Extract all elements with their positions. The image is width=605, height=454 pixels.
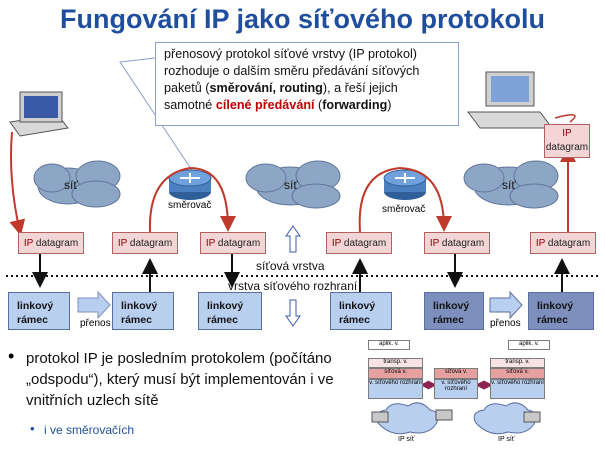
mini-stack-diagram — [371, 380, 541, 435]
mini-ip-net-right: IP síť — [498, 436, 515, 443]
ip-datagram-2: IP datagram — [112, 232, 178, 254]
mini-left-network: síťová v. — [368, 368, 423, 379]
cloud-icon-2 — [245, 160, 341, 209]
bullet-dot: • — [8, 346, 15, 366]
bullet-sub-text: i ve směrovačích — [44, 423, 135, 437]
router-label-2: směrovač — [382, 204, 426, 215]
page-title: Fungování IP jako síťového protokolu — [60, 4, 545, 34]
cloud-icon-1 — [33, 160, 121, 208]
mini-right-app: aplik. v. — [508, 340, 550, 350]
cloud-label-1: síť — [64, 178, 78, 192]
sub-bullet-dot: • — [30, 421, 35, 436]
info-callout: přenosový protokol síťové vrstvy (IP pro… — [155, 42, 459, 126]
ip-datagram-1: IP datagram — [18, 232, 84, 254]
mini-right-transport: transp. v. — [490, 358, 545, 368]
mini-right-interface: v. síťového rozhraní — [490, 379, 545, 399]
ip-datagram-6: IP datagram — [530, 232, 596, 254]
cloud-icon-3 — [463, 160, 559, 209]
mini-mid-network: síťová v. — [434, 368, 478, 379]
ip-datagram-4: IP datagram — [326, 232, 392, 254]
mini-left-transport: transp. v. — [368, 358, 423, 368]
router-label-1: směrovač — [168, 200, 212, 211]
cloud-label-2: síť — [284, 178, 298, 192]
mini-right-network: síťová v. — [490, 368, 545, 379]
router-icon-2 — [383, 169, 427, 200]
bullet-main-text: protokol IP je posledním protokolem (poč… — [26, 350, 334, 409]
left-computer-icon — [9, 91, 69, 137]
mini-left-interface: v. síťového rozhraní — [368, 379, 423, 399]
network-layer-label: síťová vrstva — [256, 259, 325, 273]
ip-datagram-5: IP datagram — [424, 232, 490, 254]
mini-left-app: aplik. v. — [368, 340, 410, 350]
mini-mid-interface: v. síťového rozhraní — [434, 379, 478, 399]
ip-datagram-3: IP datagram — [200, 232, 266, 254]
right-computer-icon — [467, 71, 553, 129]
callout-pointer — [119, 57, 196, 176]
mini-ip-net-left: IP síť — [398, 436, 415, 443]
interface-layer-label: vrstva síťového rozhraní — [228, 279, 358, 293]
transfer-label-2: přenos — [490, 318, 521, 329]
transfer-label-1: přenos — [80, 318, 111, 329]
router-icon-1 — [168, 169, 212, 200]
cloud-label-3: síť — [502, 178, 516, 192]
